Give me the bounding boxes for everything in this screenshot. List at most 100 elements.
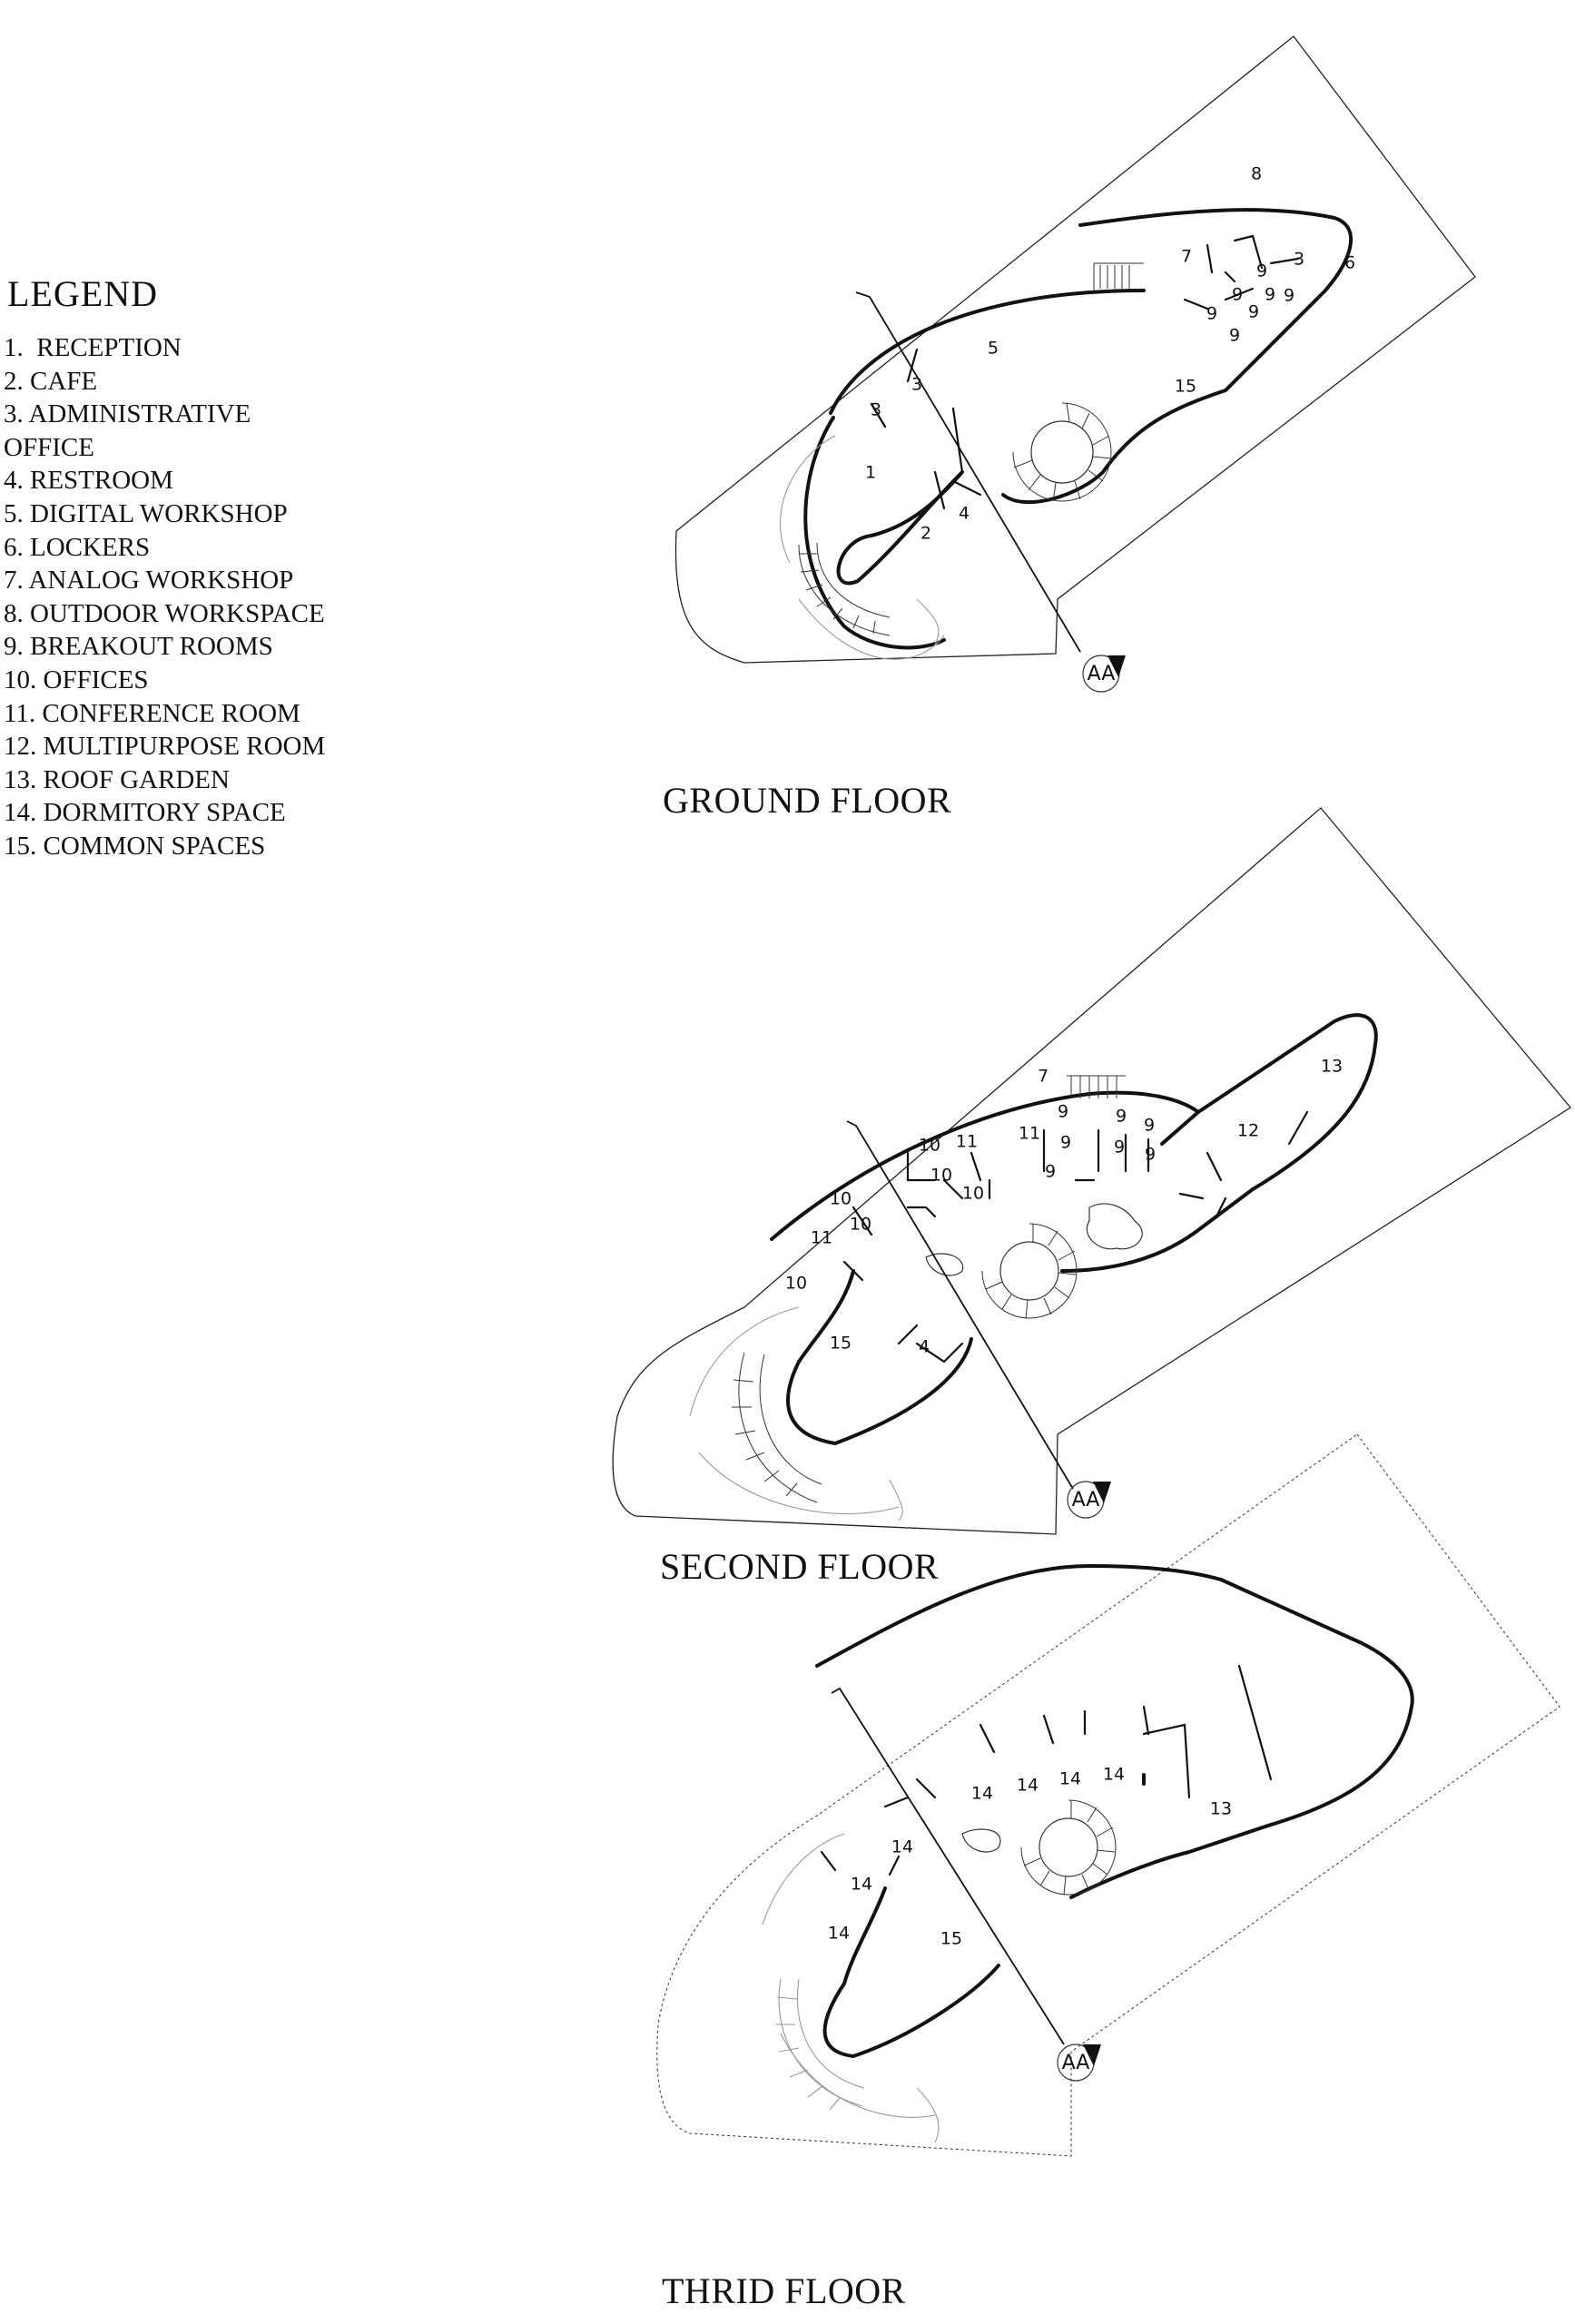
room-label: 9 (1248, 302, 1259, 322)
room-label: 2 (920, 524, 931, 544)
room-label: 15 (940, 1929, 962, 1949)
room-label: 7 (1038, 1067, 1048, 1087)
room-label: 13 (1210, 1799, 1232, 1819)
exterior-landscape (689, 1306, 903, 1521)
room-label: 9 (1114, 1137, 1125, 1157)
legend-item: 13. ROOF GARDEN (4, 764, 230, 794)
room-label: 14 (1017, 1776, 1039, 1796)
legend-item: 15. COMMON SPACES (4, 831, 266, 861)
room-label: 9 (1060, 1133, 1071, 1153)
room-label: 9 (1284, 286, 1294, 306)
room-label: 15 (1175, 377, 1196, 397)
legend-item: 9. BREAKOUT ROOMS (4, 632, 273, 662)
room-label: 9 (1232, 285, 1243, 305)
building-curve-wall (822, 1886, 1000, 2058)
site-boundary (612, 807, 1571, 1535)
section-arrow (1093, 1482, 1111, 1503)
room-label: 10 (930, 1166, 952, 1186)
room-label: 9 (1045, 1162, 1056, 1182)
legend-item: 14. DORMITORY SPACE (4, 798, 286, 828)
legend: LEGEND 1. RECEPTION 2. CAFE 3. ADMINISTR… (4, 272, 385, 863)
room-labels: 13 7 9 9 9 9 9 9 9 12 11 11 10 10 10 10 … (785, 1057, 1343, 1357)
room-labels: 14 14 14 14 13 14 14 14 15 (828, 1765, 1232, 1949)
room-label: 9 (1144, 1116, 1155, 1136)
curved-stair (775, 1978, 865, 2111)
third-floor-plan: AA 14 14 14 14 13 14 14 14 15 (656, 1433, 1560, 2157)
building-outer-wall (815, 1564, 1414, 1899)
room-label: 14 (1103, 1765, 1125, 1785)
interior-walls (842, 1110, 1309, 1364)
planter (961, 1828, 1001, 1853)
room-label: 3 (871, 400, 881, 420)
room-label: 9 (1058, 1102, 1068, 1122)
room-label: 10 (830, 1189, 851, 1209)
curved-stair (798, 542, 891, 636)
room-label: 6 (1344, 253, 1355, 273)
legend-list: 1. RECEPTION 2. CAFE 3. ADMINISTRATIVE O… (4, 331, 385, 863)
building-curve-wall (786, 1269, 973, 1445)
room-label: 14 (1059, 1769, 1081, 1789)
planter (1086, 1203, 1143, 1250)
legend-item: 7. ANALOG WORKSHOP (4, 566, 294, 596)
exterior-landscape (780, 435, 945, 660)
spiral-stair (981, 1223, 1078, 1319)
site-boundary (656, 1433, 1560, 2157)
second-floor-plan: AA 13 7 9 9 9 9 9 9 9 12 11 11 10 10 10 … (612, 807, 1571, 1535)
section-arrow (1107, 655, 1126, 677)
legend-item: 2. CAFE (4, 366, 98, 396)
room-label: 10 (850, 1215, 871, 1235)
interior-walls (820, 1664, 1273, 1876)
room-label: 14 (851, 1875, 872, 1895)
section-arrow (1083, 2044, 1101, 2066)
room-label: 9 (1116, 1107, 1127, 1127)
legend-item: 10. OFFICES (4, 665, 149, 694)
ground-floor-title: GROUND FLOOR (663, 780, 952, 821)
site-boundary (674, 35, 1476, 664)
building-outer-wall (803, 208, 1353, 650)
room-label: 4 (919, 1337, 930, 1357)
room-label: 14 (891, 1837, 913, 1857)
room-label: 1 (865, 463, 876, 483)
room-label: 9 (1206, 304, 1217, 324)
spiral-stair (1012, 402, 1112, 502)
interior-walls (870, 234, 1300, 510)
entry-steps (1067, 1075, 1126, 1098)
room-label: 7 (1181, 247, 1192, 267)
legend-item: 6. LOCKERS (4, 532, 151, 562)
legend-item: 11. CONFERENCE ROOM (4, 698, 300, 728)
room-label: 10 (919, 1136, 940, 1156)
legend-item: 3. ADMINISTRATIVE (4, 399, 251, 429)
planter (925, 1253, 964, 1276)
section-line (846, 1120, 1074, 1490)
second-floor-title: SECOND FLOOR (660, 1546, 940, 1587)
legend-item: 1. RECEPTION (4, 333, 182, 362)
section-line (855, 291, 1081, 653)
room-label: 11 (1019, 1124, 1040, 1144)
section-line (831, 1687, 1065, 2045)
room-label: 9 (1145, 1145, 1156, 1165)
room-label: 14 (971, 1784, 993, 1804)
room-label: 8 (1251, 164, 1262, 184)
section-label: AA (1062, 2052, 1090, 2074)
legend-item: OFFICE (4, 432, 94, 462)
legend-title: LEGEND (7, 273, 158, 314)
room-labels: 8 7 3 6 9 9 9 9 9 9 9 5 15 3 3 1 4 2 (865, 164, 1355, 544)
room-label: 4 (959, 504, 970, 524)
legend-item: 12. MULTIPURPOSE ROOM (4, 732, 326, 762)
room-label: 9 (1265, 285, 1275, 305)
room-label: 9 (1256, 261, 1267, 281)
section-label: AA (1088, 663, 1116, 685)
building-inner-wall (836, 470, 964, 586)
entry-steps (1093, 262, 1144, 290)
room-label: 14 (828, 1924, 850, 1944)
room-label: 5 (988, 339, 999, 359)
legend-item: 4. RESTROOM (4, 466, 173, 496)
legend-item: 5. DIGITAL WORKSHOP (4, 498, 288, 528)
room-label: 12 (1237, 1121, 1259, 1141)
room-label: 3 (1294, 250, 1304, 270)
room-label: 13 (1321, 1057, 1343, 1077)
curved-stair (732, 1352, 822, 1503)
third-floor-title: THRID FLOOR (662, 2270, 906, 2311)
ground-floor-plan: AA 8 7 3 6 9 9 9 9 9 9 9 5 15 3 3 1 4 2 (674, 35, 1476, 693)
room-label: 10 (785, 1274, 807, 1294)
